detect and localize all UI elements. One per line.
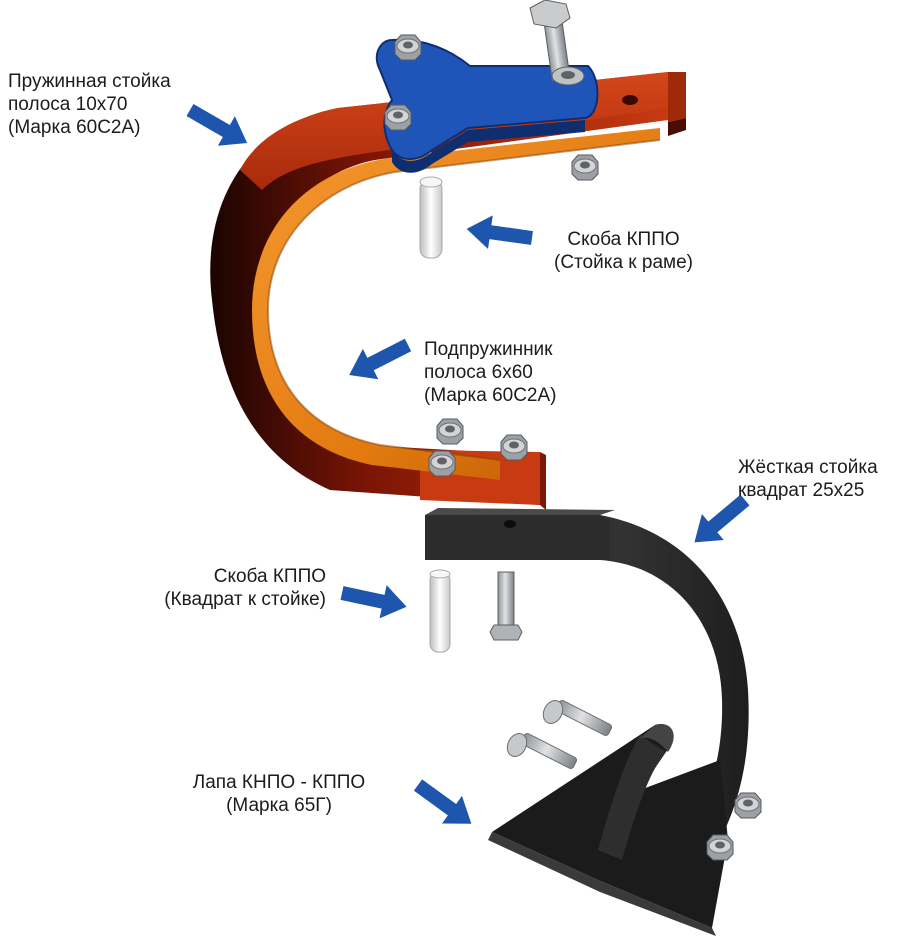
arrow-icon — [181, 95, 256, 158]
label-paw: Лапа КНПО - КППО (Марка 65Г) — [168, 771, 390, 817]
nut-icon — [384, 104, 412, 131]
bolt-icon — [529, 0, 585, 86]
paw — [488, 724, 728, 936]
label-spring-helper-line1: Подпружинник — [424, 339, 553, 360]
nut-icon — [734, 792, 762, 819]
top-bracket — [375, 38, 599, 173]
nut-icon — [571, 154, 599, 181]
label-square-staple: Скоба КППО (Квадрат к стойке) — [154, 565, 326, 611]
label-square-staple-line2: (Квадрат к стойке) — [164, 589, 326, 610]
label-frame-staple-line2: (Стойка к раме) — [554, 252, 693, 273]
label-spring-helper: Подпружинник полоса 6х60 (Марка 60С2А) — [424, 338, 557, 407]
square-staple — [429, 569, 451, 653]
label-rigid-strut-line2: квадрат 25х25 — [738, 480, 865, 501]
label-rigid-strut-line1: Жёсткая стойка — [738, 457, 878, 478]
label-spring-helper-line2: полоса 6х60 — [424, 362, 533, 383]
label-spring-strut-line1: Пружинная стойка — [8, 71, 171, 92]
nut-icon — [428, 450, 456, 477]
label-paw-line1: Лапа КНПО - КППО — [192, 772, 366, 793]
label-spring-helper-line3: (Марка 60С2А) — [424, 385, 557, 406]
bolt-icon — [506, 733, 578, 769]
nut-icon — [394, 34, 422, 61]
arrow-icon — [464, 211, 535, 255]
nut-icon — [436, 418, 464, 445]
arrow-icon — [408, 771, 482, 838]
label-spring-strut: Пружинная стойка полоса 10х70 (Марка 60С… — [8, 70, 171, 139]
nut-icon — [706, 834, 734, 861]
bolt-icon — [542, 700, 613, 736]
label-frame-staple-line1: Скоба КППО — [567, 229, 680, 250]
frame-staple — [419, 176, 443, 259]
label-rigid-strut: Жёсткая стойка квадрат 25х25 — [738, 456, 878, 502]
arrow-icon — [341, 329, 416, 391]
label-square-staple-line1: Скоба КППО — [213, 566, 326, 587]
label-spring-strut-line2: полоса 10х70 — [8, 94, 128, 115]
label-spring-strut-line3: (Марка 60С2А) — [8, 117, 141, 138]
arrow-icon — [338, 576, 411, 624]
bolt-icon — [489, 571, 523, 641]
spring-helper — [252, 128, 661, 480]
nut-icon — [500, 434, 528, 461]
label-paw-line2: (Марка 65Г) — [226, 795, 332, 816]
label-frame-staple: Скоба КППО (Стойка к раме) — [554, 228, 693, 274]
